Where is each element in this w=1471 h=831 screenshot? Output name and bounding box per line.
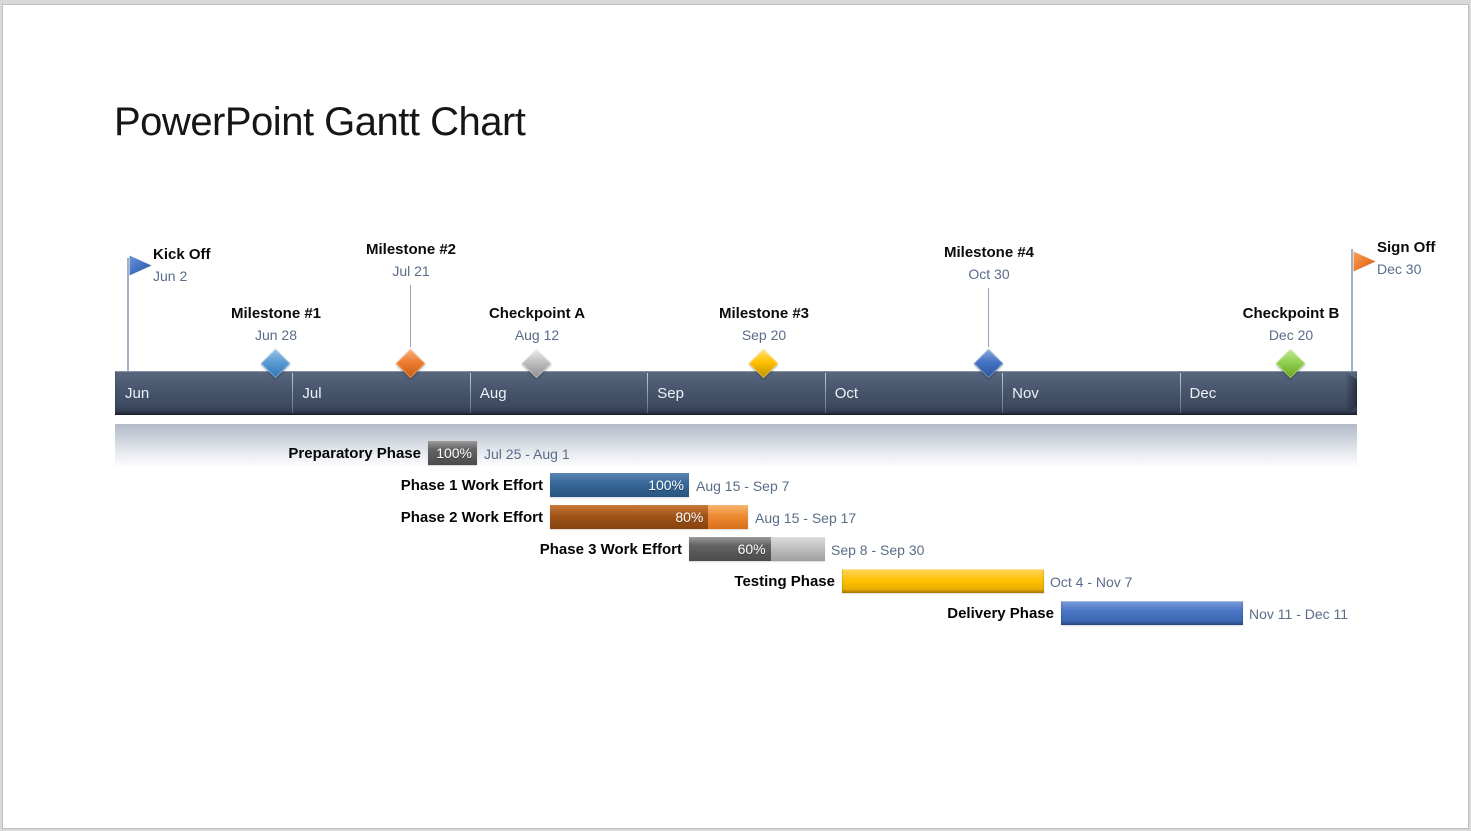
timeline-reflection	[115, 424, 1357, 466]
task-label: Phase 3 Work Effort	[539, 541, 682, 558]
month-cell: Jun	[115, 371, 292, 415]
task-bar: 100%	[428, 441, 477, 465]
task-dates: Aug 15 - Sep 17	[755, 510, 857, 526]
task-percent: 100%	[648, 477, 684, 493]
task-progress: 60%	[689, 537, 771, 561]
task-percent: 80%	[675, 509, 704, 525]
month-divider	[292, 373, 294, 413]
task-progress: 100%	[550, 473, 689, 497]
month-label: Dec	[1189, 384, 1217, 402]
task-label: Phase 2 Work Effort	[400, 509, 543, 526]
month-divider	[469, 373, 471, 413]
milestone-date: Aug 12	[514, 327, 560, 343]
task-label: Preparatory Phase	[288, 445, 421, 462]
milestone-label: Kick Off	[153, 246, 211, 263]
task-dates: Nov 11 - Dec 11	[1249, 606, 1349, 622]
kick-off-pole	[127, 258, 129, 371]
task-remaining	[770, 537, 825, 561]
task-bar	[842, 569, 1044, 593]
task-percent: 60%	[737, 541, 766, 557]
task-remaining	[708, 505, 748, 529]
timeline-end-bevel	[1345, 371, 1357, 415]
month-label: Nov	[1012, 384, 1039, 402]
month-label: Oct	[834, 384, 859, 402]
month-cell: Jul	[292, 371, 469, 415]
slide-title: PowerPoint Gantt Chart	[114, 100, 526, 144]
milestone-label: Checkpoint A	[488, 305, 586, 322]
task-dates: Aug 15 - Sep 7	[696, 478, 790, 494]
milestone-label: Milestone #3	[718, 305, 810, 322]
milestone-connector	[988, 288, 989, 347]
milestone-connector	[410, 285, 411, 347]
task-dates: Sep 8 - Sep 30	[831, 542, 925, 558]
task-label: Testing Phase	[734, 573, 835, 590]
month-divider	[824, 373, 826, 413]
milestone-label: Milestone #2	[365, 241, 457, 258]
milestone-label: Milestone #1	[230, 305, 322, 322]
task-progress: 100%	[428, 441, 477, 465]
month-cell: Nov	[1002, 371, 1179, 415]
milestone-date: Jul 21	[392, 263, 430, 279]
month-cell: Oct	[824, 371, 1002, 415]
task-percent: 100%	[436, 445, 472, 461]
milestone-date: Jun 28	[254, 327, 298, 343]
month-label: Aug	[479, 384, 507, 402]
task-bar: 100%	[550, 473, 689, 497]
milestone-label: Milestone #4	[943, 244, 1035, 261]
milestone-date: Sep 20	[741, 327, 787, 343]
flag-icon	[1353, 251, 1376, 272]
task-label: Delivery Phase	[947, 605, 1054, 622]
month-cell: Sep	[647, 371, 824, 415]
task-bar: 80%	[550, 505, 748, 529]
milestone-date: Dec 20	[1268, 327, 1314, 343]
month-divider	[647, 373, 649, 413]
month-cell: Dec	[1179, 371, 1357, 415]
sign-off-pole	[1351, 249, 1353, 371]
task-bar: 60%	[689, 537, 825, 561]
month-divider	[1002, 373, 1004, 413]
flag-icon	[129, 255, 152, 276]
task-bar	[1061, 601, 1243, 625]
month-divider	[1179, 373, 1181, 413]
month-cell: Aug	[469, 371, 647, 415]
task-progress: 80%	[550, 505, 709, 529]
month-label: Sep	[657, 384, 684, 402]
month-label: Jun	[125, 384, 150, 402]
task-label: Phase 1 Work Effort	[400, 477, 543, 494]
milestone-date: Jun 2	[153, 268, 188, 284]
timeline-bar: Jun Jul Aug Sep Oct Nov Dec	[115, 371, 1357, 415]
milestone-date: Oct 30	[968, 266, 1010, 282]
task-dates: Oct 4 - Nov 7	[1050, 574, 1133, 590]
milestone-date: Dec 30	[1377, 261, 1422, 277]
task-dates: Jul 25 - Aug 1	[484, 446, 570, 462]
slide-canvas	[2, 4, 1469, 829]
milestone-label: Sign Off	[1377, 239, 1436, 256]
month-label: Jul	[302, 384, 322, 402]
milestone-label: Checkpoint B	[1242, 305, 1340, 322]
